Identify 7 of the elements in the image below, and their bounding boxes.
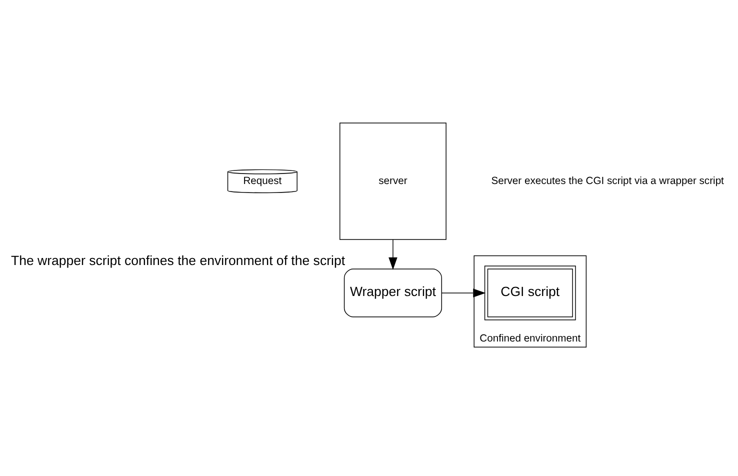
node-box: server [340, 122, 446, 240]
node-box: CGI script [484, 266, 576, 320]
arrow [441, 288, 486, 298]
node-label: The wrapper script confines the environment of the script [10, 252, 345, 268]
arrow [388, 239, 398, 270]
node-box: Wrapper script [344, 268, 442, 318]
label: Server executes the CGI script via a wrapper script [491, 176, 724, 187]
